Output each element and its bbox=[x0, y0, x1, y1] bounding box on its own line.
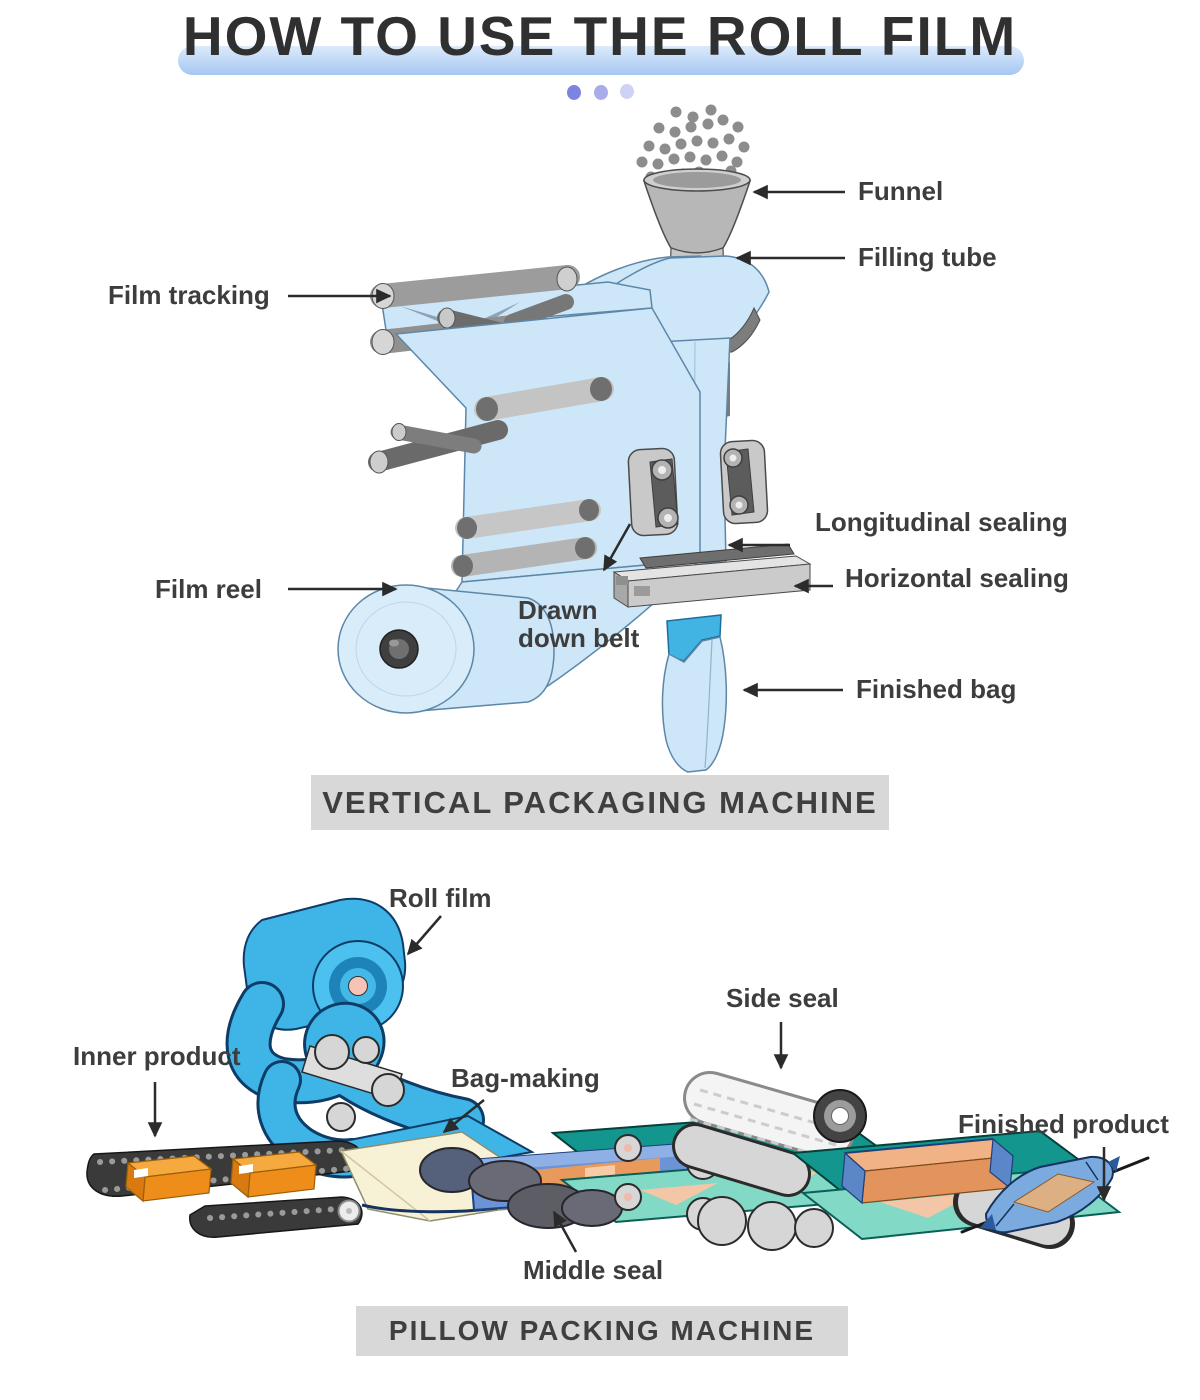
finished-bag-illustration bbox=[661, 614, 728, 773]
longitudinal-sealer bbox=[627, 439, 769, 537]
pillow-packing-machine-illustration bbox=[86, 897, 1150, 1253]
label-drawn-down-belt-line2: down belt bbox=[518, 623, 640, 653]
title-dot-3 bbox=[620, 84, 634, 99]
vertical-packaging-machine-illustration bbox=[288, 104, 845, 773]
finished-product-bag bbox=[960, 1155, 1150, 1234]
label-side-seal: Side seal bbox=[726, 983, 839, 1013]
label-funnel: Funnel bbox=[858, 176, 944, 206]
funnel-illustration bbox=[642, 168, 752, 254]
roll-film-arrow bbox=[406, 915, 442, 956]
label-filling-tube: Filling tube bbox=[858, 242, 997, 272]
drawn-down-belt-arrow bbox=[602, 523, 632, 572]
bag-making-arrow bbox=[442, 1099, 485, 1134]
label-inner-product: Inner product bbox=[73, 1041, 241, 1071]
label-drawn-down-belt-line1: Drawn bbox=[518, 595, 598, 625]
label-film-tracking: Film tracking bbox=[108, 280, 270, 310]
middle-seal-arrow bbox=[552, 1210, 578, 1253]
wrapped-product bbox=[841, 1137, 1015, 1205]
side-seal-roller bbox=[672, 1071, 867, 1197]
title-highlight-capsule bbox=[178, 46, 1024, 75]
label-finished-bag: Finished bag bbox=[856, 674, 1017, 704]
label-roll-film: Roll film bbox=[389, 883, 492, 913]
label-longitudinal-sealing: Longitudinal sealing bbox=[815, 507, 1068, 537]
label-finished-product: Finished product bbox=[958, 1109, 1169, 1139]
label-film-reel: Film reel bbox=[155, 574, 262, 604]
page-title: HOW TO USE THE ROLL FILM bbox=[182, 5, 1018, 67]
film-reel-illustration bbox=[337, 584, 555, 714]
pillow-machine-caption: PILLOW PACKING MACHINE bbox=[356, 1306, 848, 1356]
label-horizontal-sealing: Horizontal sealing bbox=[845, 563, 1069, 593]
middle-seal-wheels bbox=[419, 1147, 623, 1229]
title-dot-2 bbox=[594, 85, 608, 100]
label-bag-making: Bag-making bbox=[451, 1063, 600, 1093]
title-dot-1 bbox=[567, 85, 581, 100]
label-drawn-down-belt: Drawn down belt bbox=[518, 596, 639, 652]
horizontal-sealer bbox=[612, 543, 812, 608]
vertical-machine-caption: VERTICAL PACKAGING MACHINE bbox=[311, 775, 889, 830]
inner-products bbox=[125, 1151, 318, 1203]
label-middle-seal: Middle seal bbox=[523, 1255, 664, 1285]
